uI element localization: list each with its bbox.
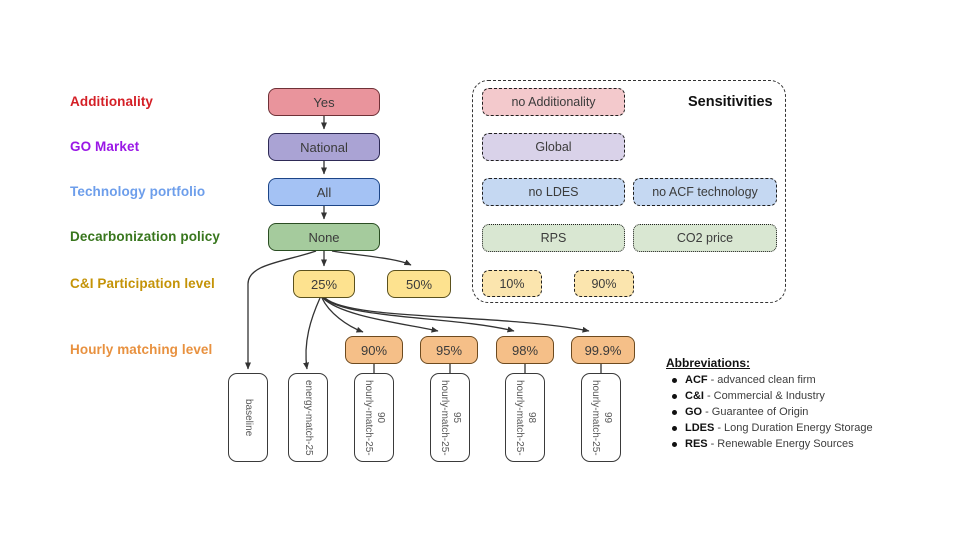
sensitivity-no-additionality: no Additionality	[482, 88, 625, 116]
bullet-icon	[672, 378, 677, 383]
scenario-label: hourly-match-25-90	[363, 379, 386, 456]
bullet-icon	[672, 394, 677, 399]
row-label-go-market: GO Market	[70, 139, 140, 154]
bullet-icon	[672, 426, 677, 431]
scenario-label: energy-match-25	[303, 379, 314, 456]
abbreviation-desc: Renewable Energy Sources	[717, 438, 854, 450]
abbreviation-ci: C&I - Commercial & Industry	[666, 390, 956, 403]
sensitivity-co2-price: CO2 price	[633, 224, 777, 252]
scenario-label: hourly-match-25-98	[514, 379, 537, 456]
scenario-box-baseline: baseline	[228, 373, 268, 462]
abbreviation-separator: -	[710, 374, 715, 386]
abbreviation-desc: Commercial & Industry	[713, 390, 825, 402]
row-label-hourly-matching: Hourly matching level	[70, 342, 213, 357]
abbreviation-separator: -	[710, 438, 715, 450]
node-matching-98: 98%	[496, 336, 554, 364]
scenario-label: hourly-match-25-99	[590, 379, 613, 456]
node-participation-50: 50%	[387, 270, 451, 298]
arrow-none-baseline	[245, 250, 317, 370]
scenario-box-energy-match-25: energy-match-25	[288, 373, 328, 462]
node-policy-none: None	[268, 223, 380, 251]
abbreviation-key: GO	[685, 406, 703, 418]
row-label-ci-participation: C&I Participation level	[70, 276, 215, 291]
node-matching-999: 99.9%	[571, 336, 635, 364]
sensitivity-global: Global	[482, 133, 625, 161]
abbreviation-ldes: LDES - Long Duration Energy Storage	[666, 422, 956, 435]
bullet-icon	[672, 410, 677, 415]
sensitivity-no-ldes: no LDES	[482, 178, 625, 206]
abbreviation-go: GO - Guarantee of Origin	[666, 406, 956, 419]
abbreviation-separator: -	[705, 406, 709, 418]
arrow-25-energymatch	[303, 297, 321, 370]
arrow-25-95	[322, 297, 439, 333]
node-technology-all: All	[268, 178, 380, 206]
scenario-label: hourly-match-25-95	[439, 379, 462, 456]
sensitivity-no-acf-technology: no ACF technology	[633, 178, 777, 206]
scenario-box-hourly-match-25-90: hourly-match-25-90	[354, 373, 394, 462]
sensitivity-participation-90: 90%	[574, 270, 634, 297]
sensitivities-panel	[472, 80, 786, 303]
abbreviation-key: LDES	[685, 422, 715, 434]
node-matching-90: 90%	[345, 336, 403, 364]
node-go-market-national: National	[268, 133, 380, 161]
node-matching-95: 95%	[420, 336, 478, 364]
abbreviations-title: Abbreviations:	[666, 356, 751, 370]
abbreviation-separator: -	[706, 390, 711, 402]
scenario-box-hourly-match-25-99: hourly-match-25-99	[581, 373, 621, 462]
abbreviation-key: ACF	[685, 374, 708, 386]
node-participation-25: 25%	[293, 270, 355, 298]
abbreviation-key: C&I	[685, 390, 704, 402]
scenario-box-hourly-match-25-95: hourly-match-25-95	[430, 373, 470, 462]
abbreviation-acf: ACF - advanced clean firm	[666, 374, 956, 387]
sensitivity-participation-10: 10%	[482, 270, 542, 297]
sensitivities-title: Sensitivities	[688, 94, 773, 110]
row-label-additionality: Additionality	[70, 94, 154, 109]
abbreviation-desc: Guarantee of Origin	[711, 406, 809, 418]
scenario-box-hourly-match-25-98: hourly-match-25-98	[505, 373, 545, 462]
bullet-icon	[672, 442, 677, 447]
arrow-25-98	[323, 297, 515, 333]
arrow-25-90	[321, 297, 364, 333]
sensitivity-rps: RPS	[482, 224, 625, 252]
abbreviation-desc: Long Duration Energy Storage	[724, 422, 873, 434]
arrow-none-50	[331, 250, 412, 266]
abbreviation-desc: advanced clean firm	[717, 374, 816, 386]
node-additionality-yes: Yes	[268, 88, 380, 116]
abbreviation-separator: -	[717, 422, 722, 434]
row-label-decarbonization-policy: Decarbonization policy	[70, 229, 220, 244]
abbreviations-panel: Abbreviations: ACF - advanced clean firm…	[666, 356, 956, 454]
scenario-label: baseline	[243, 398, 254, 437]
abbreviation-res: RES - Renewable Energy Sources	[666, 438, 956, 451]
abbreviation-key: RES	[685, 438, 708, 450]
row-label-technology-portfolio: Technology portfolio	[70, 184, 206, 199]
